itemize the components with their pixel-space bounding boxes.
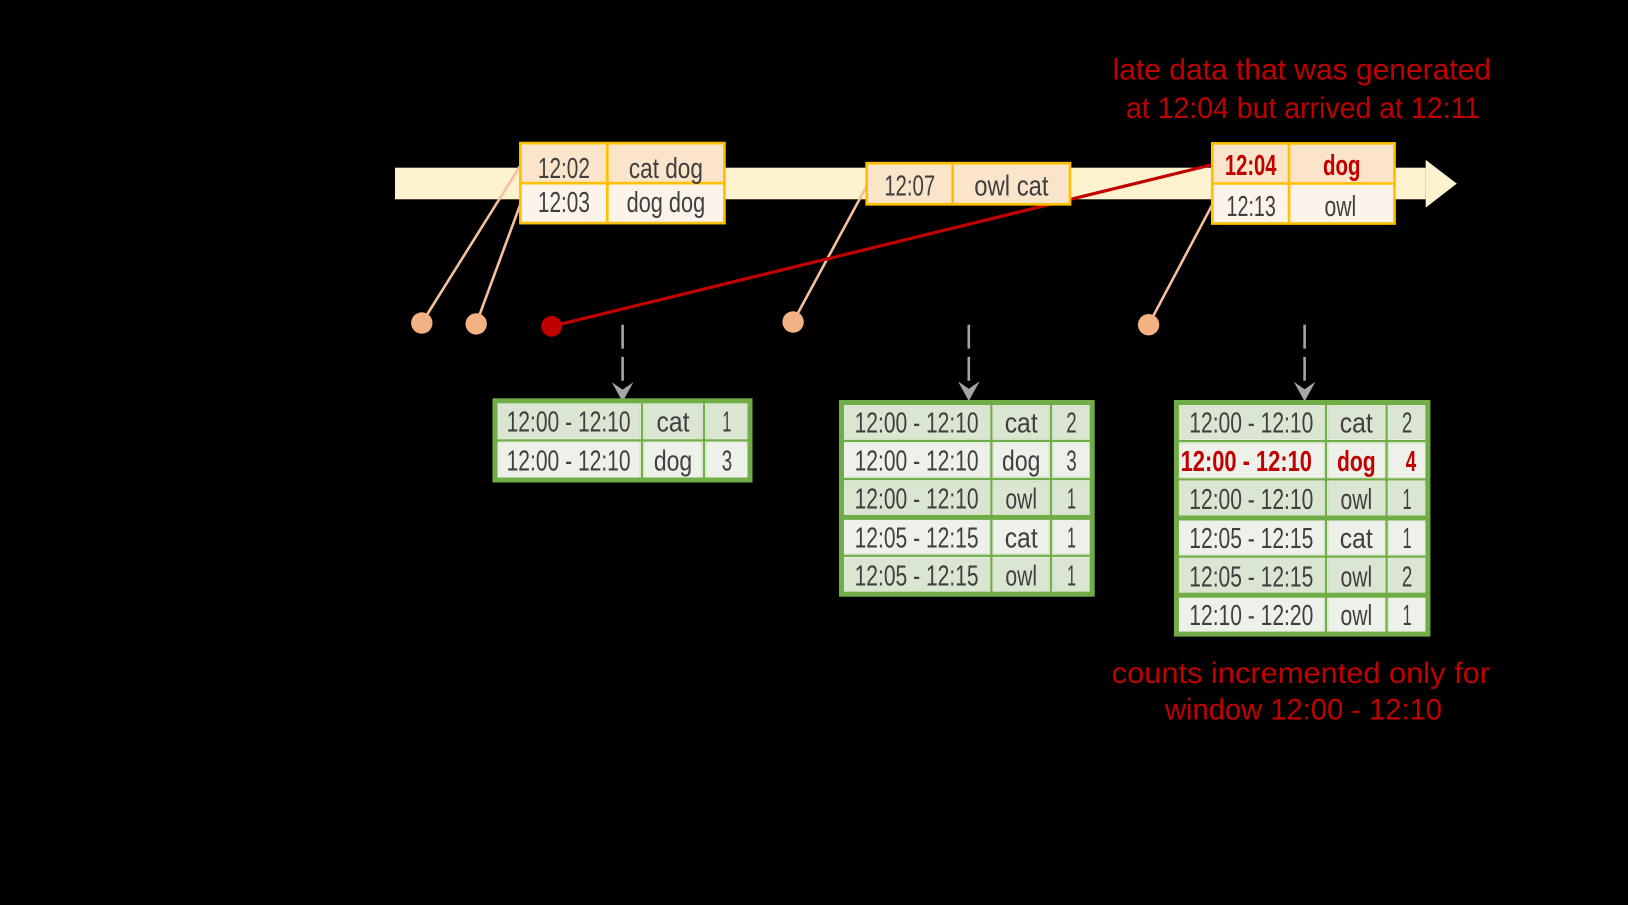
svg-text:12:05 - 12:15: 12:05 - 12:15 (855, 522, 979, 554)
svg-text:2: 2 (1402, 408, 1412, 440)
svg-text:12:00 - 12:10: 12:00 - 12:10 (507, 406, 631, 438)
svg-text:12:02: 12:02 (538, 153, 590, 185)
svg-text:late data that was generated: late data that was generated (1113, 54, 1491, 87)
svg-text:12:00 - 12:10: 12:00 - 12:10 (1189, 408, 1313, 440)
svg-text:owl: owl (1005, 561, 1037, 593)
svg-text:12:03: 12:03 (538, 187, 590, 219)
svg-text:owl: owl (1340, 484, 1372, 516)
svg-text:2: 2 (1402, 561, 1412, 593)
svg-text:1: 1 (1067, 522, 1076, 554)
svg-text:cat: cat (1005, 522, 1038, 554)
svg-text:cat: cat (1005, 408, 1038, 440)
svg-text:dog: dog (1002, 446, 1040, 478)
svg-text:12:00 - 12:10: 12:00 - 12:10 (855, 446, 979, 478)
svg-text:3: 3 (722, 446, 732, 478)
svg-text:at 12:04 but arrived at 12:11: at 12:04 but arrived at 12:11 (1126, 92, 1480, 125)
svg-text:cat: cat (1340, 408, 1373, 440)
svg-text:dog dog: dog dog (627, 187, 706, 219)
svg-text:12:10 - 12:20: 12:10 - 12:20 (1189, 600, 1313, 632)
svg-text:3: 3 (1066, 446, 1076, 478)
svg-text:1: 1 (1403, 523, 1412, 555)
svg-text:dog: dog (654, 446, 692, 478)
svg-text:owl: owl (1325, 191, 1357, 223)
svg-text:1: 1 (1067, 561, 1076, 593)
svg-text:12:05 - 12:15: 12:05 - 12:15 (855, 561, 979, 593)
svg-text:12:00 - 12:10: 12:00 - 12:10 (855, 484, 979, 516)
svg-text:12:13: 12:13 (1227, 191, 1276, 223)
svg-text:cat: cat (657, 406, 690, 438)
svg-text:counts incremented only for: counts incremented only for (1112, 657, 1490, 690)
svg-text:1: 1 (722, 406, 731, 438)
svg-text:12:07: 12:07 (884, 171, 935, 203)
svg-text:4: 4 (1406, 446, 1416, 478)
svg-text:owl cat: owl cat (974, 171, 1048, 203)
svg-text:window 12:00 - 12:10: window 12:00 - 12:10 (1164, 694, 1442, 727)
svg-text:12:05 - 12:15: 12:05 - 12:15 (1189, 523, 1313, 555)
svg-text:owl: owl (1005, 484, 1037, 516)
svg-text:12:00 - 12:10: 12:00 - 12:10 (855, 408, 979, 440)
svg-text:cat: cat (1340, 523, 1373, 555)
svg-text:12:00 - 12:10: 12:00 - 12:10 (507, 446, 631, 478)
svg-text:12:04: 12:04 (1225, 150, 1277, 182)
svg-text:12:05 - 12:15: 12:05 - 12:15 (1189, 561, 1313, 593)
svg-text:cat dog: cat dog (629, 153, 703, 185)
svg-text:dog: dog (1337, 446, 1376, 478)
svg-text:owl: owl (1340, 561, 1372, 593)
svg-text:dog: dog (1323, 150, 1361, 182)
svg-text:1: 1 (1403, 600, 1412, 632)
svg-text:2: 2 (1066, 408, 1076, 440)
svg-text:12:00 - 12:10: 12:00 - 12:10 (1189, 484, 1313, 516)
svg-text:1: 1 (1403, 484, 1412, 516)
svg-text:12:00 - 12:10: 12:00 - 12:10 (1181, 446, 1312, 478)
svg-text:owl: owl (1340, 600, 1372, 632)
svg-text:1: 1 (1067, 484, 1076, 516)
